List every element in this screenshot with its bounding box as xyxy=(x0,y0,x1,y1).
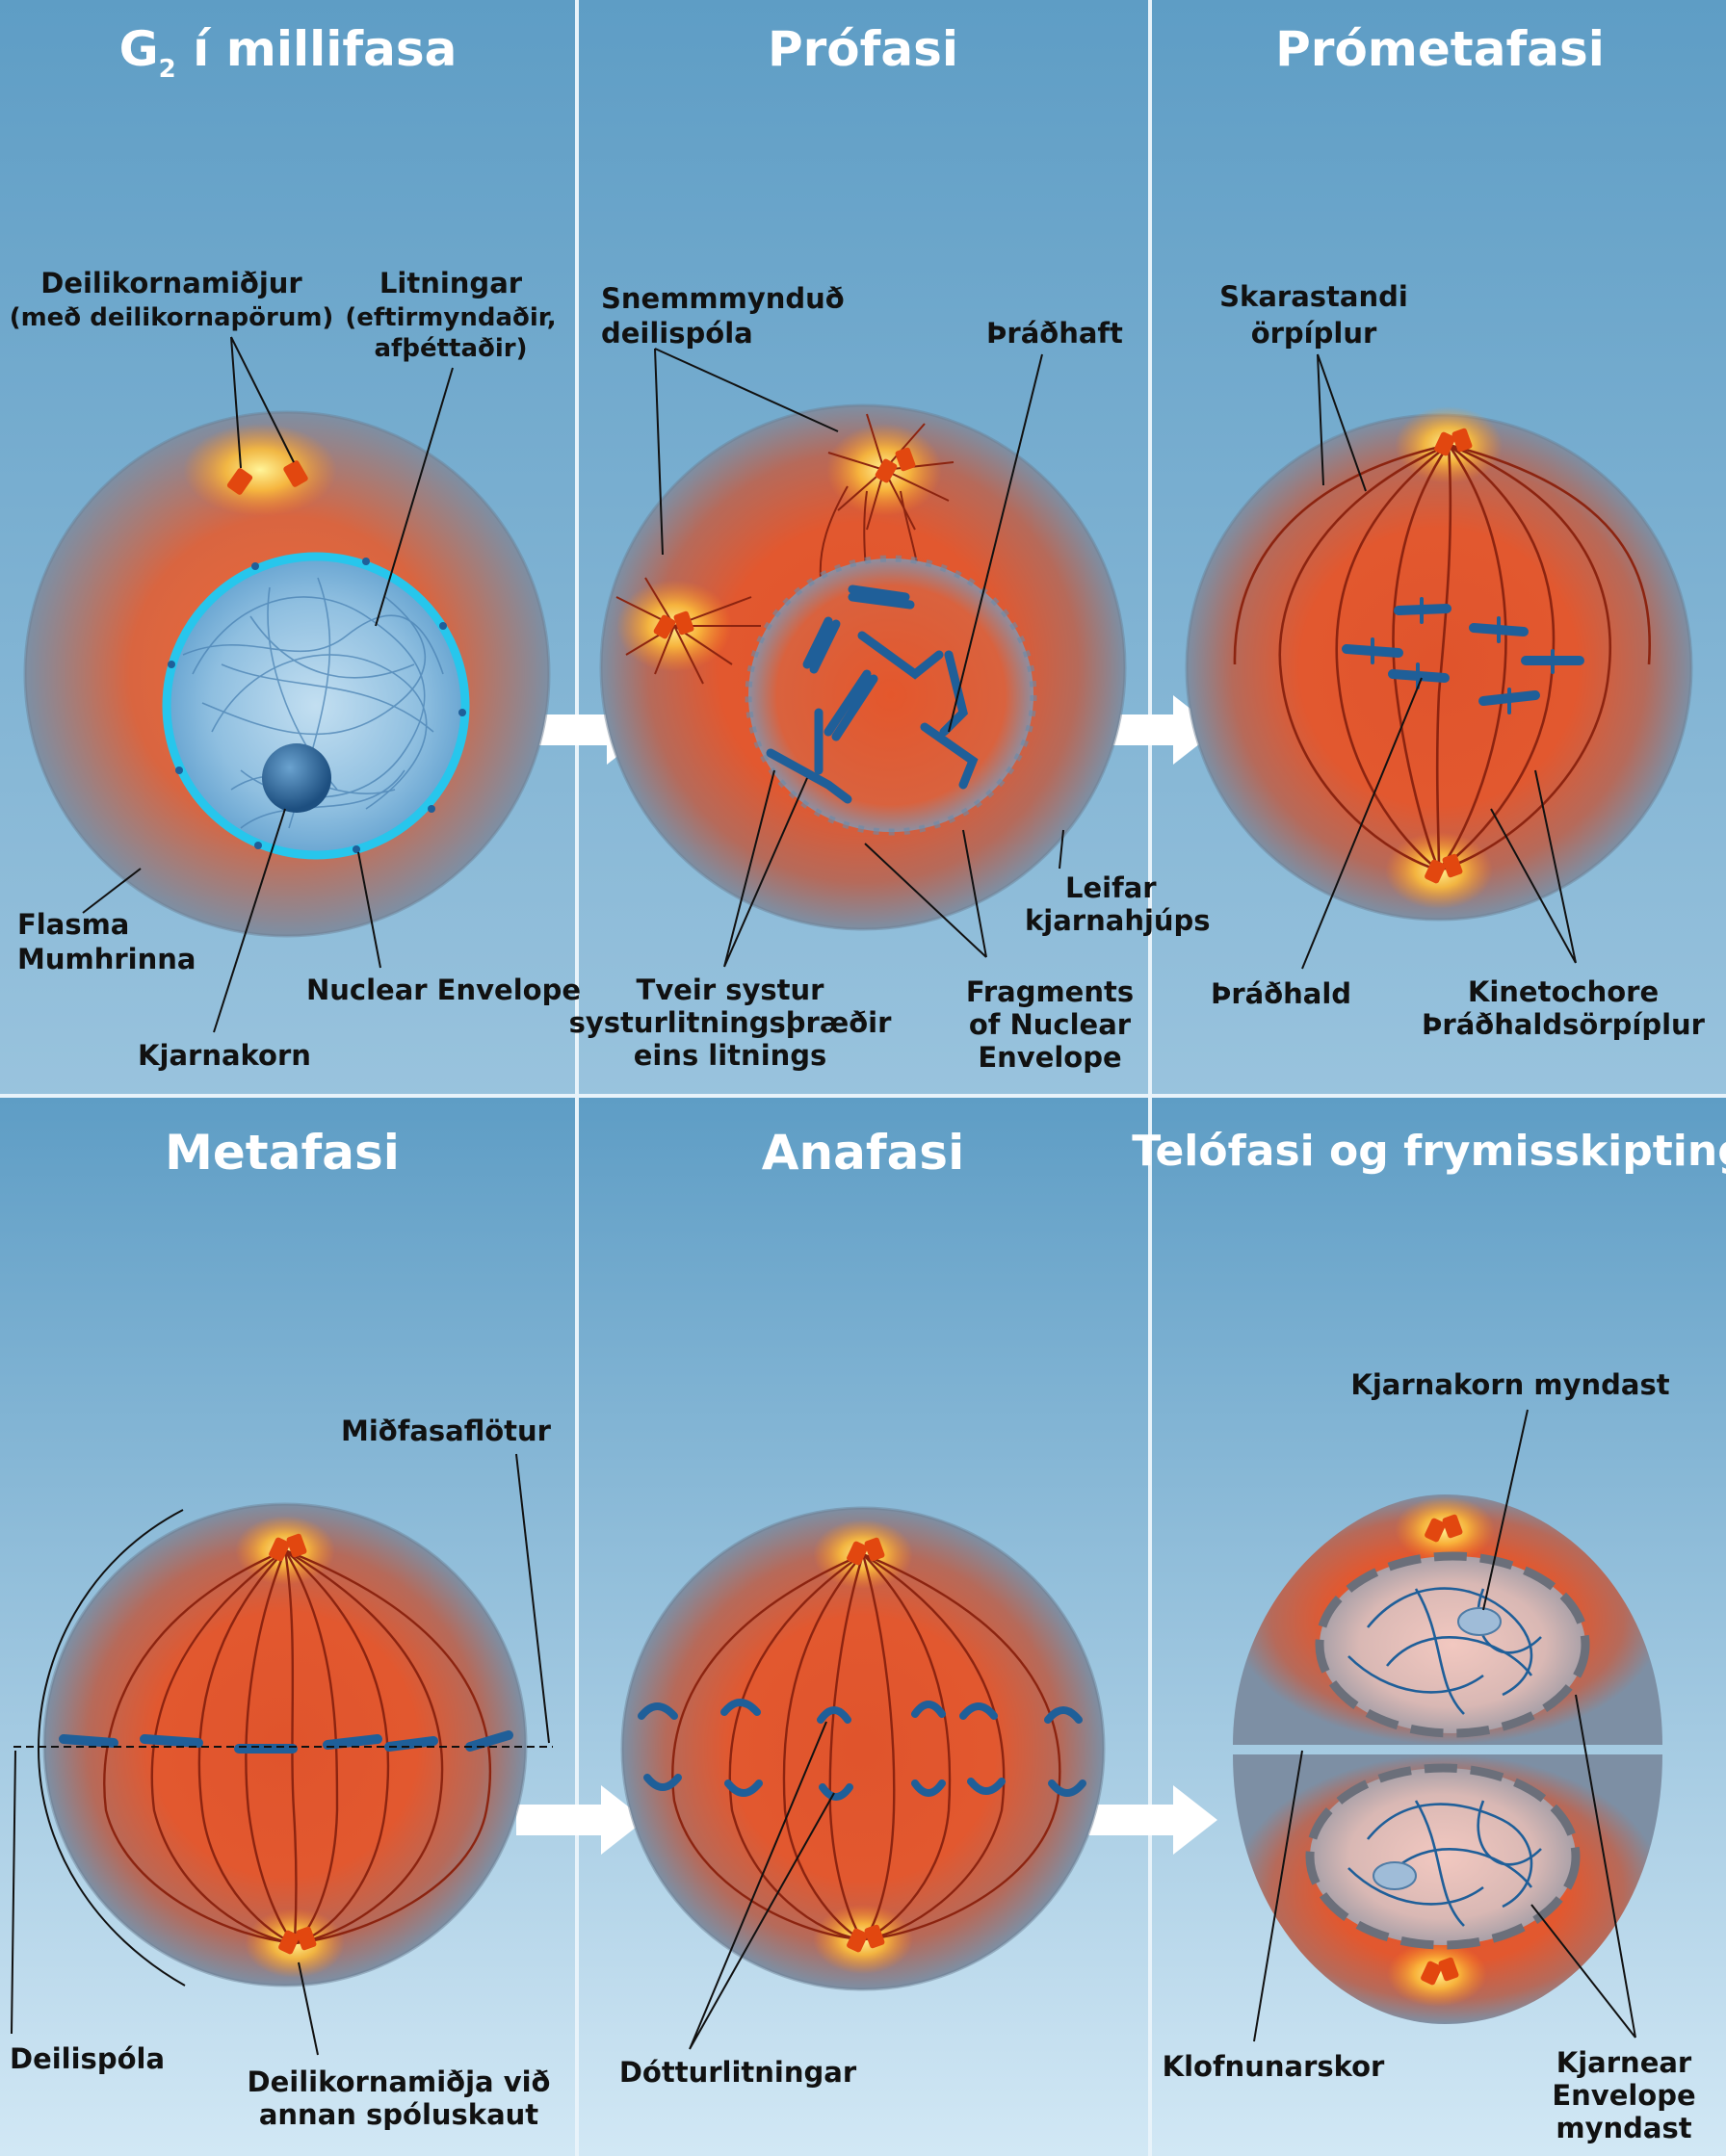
daughter-nucleus-top xyxy=(1315,1551,1590,1738)
label-spindle-pole-2: annan spóluskaut xyxy=(259,2098,538,2131)
label-daughter-chromosomes: Dótturlitningar xyxy=(619,2056,857,2089)
centriole-icon xyxy=(1425,428,1473,884)
anaphase-cell xyxy=(620,1506,1106,1991)
label-centrosomes: Deilikornamiðjur xyxy=(40,267,302,299)
arrow-icon xyxy=(516,1785,645,1855)
leader-line xyxy=(723,769,808,968)
leader-line xyxy=(1482,1409,1529,1611)
leader-line xyxy=(1253,1750,1303,2042)
label-envelope-fragments-2: of Nuclear xyxy=(969,1008,1132,1041)
label-envelope-forming: Kjarnear xyxy=(1556,2046,1692,2079)
label-envelope-fragments: Fragments xyxy=(966,975,1134,1008)
aster-fibers xyxy=(615,413,955,685)
label-sister-chromatids-2: systurlitningsþræðir xyxy=(569,1006,893,1039)
title-metaphase: Metafasi xyxy=(165,1125,400,1181)
label-centrosomes-note: (með deilikornapörum) xyxy=(10,303,334,332)
centriole-icon xyxy=(1421,1514,1463,1986)
label-chromatin-note: (eftirmyndaðir, xyxy=(345,303,556,332)
leader-line xyxy=(230,336,295,469)
label-nonkinetochore-2: örpíplur xyxy=(1251,317,1377,350)
chromosomes xyxy=(1342,597,1584,714)
label-envelope-forming-2: Envelope xyxy=(1552,2079,1695,2112)
title-prometaphase: Prómetafasi xyxy=(1275,21,1605,77)
label-kinetochore: Þráðhald xyxy=(1211,977,1351,1010)
arrow-icon xyxy=(1088,695,1217,765)
leader-line xyxy=(689,1721,835,2050)
label-nucleolus-forming: Kjarnakorn myndast xyxy=(1350,1368,1669,1401)
g2-cell xyxy=(23,410,551,938)
leader-line xyxy=(375,367,454,627)
spindle-bracket xyxy=(37,1509,186,1987)
title-telophase: Telófasi og frymisskipting xyxy=(1132,1127,1726,1176)
chromosomes xyxy=(766,584,979,804)
leader-line xyxy=(1530,1694,1636,2039)
prophase-cell xyxy=(599,403,1127,931)
leader-line xyxy=(1059,829,1064,870)
nucleolus xyxy=(1457,1607,1502,1636)
leader-line xyxy=(948,353,1043,733)
telophase-cells xyxy=(1233,1494,1662,2024)
metaphase-cell xyxy=(13,1502,553,1987)
daughter-chromosomes xyxy=(638,1699,1086,1801)
leader-line xyxy=(1301,677,1423,970)
leader-line xyxy=(11,1750,16,2035)
label-sister-chromatids-3: eins litnings xyxy=(634,1039,827,1072)
daughter-nucleus-bottom xyxy=(1305,1763,1581,1950)
leader-line xyxy=(213,808,286,1033)
label-nuclear-envelope: Nuclear Envelope xyxy=(306,974,581,1006)
decondensing-chromatin xyxy=(1347,1587,1542,1927)
label-kinetochore-mt: Kinetochore xyxy=(1468,975,1659,1008)
leader-line xyxy=(357,851,381,969)
prometaphase-cell xyxy=(1185,406,1693,922)
label-chromatin-note2: afþéttaðir) xyxy=(375,334,528,363)
spindle-fibers xyxy=(671,1552,1061,1941)
label-nonkinetochore: Skarastandi xyxy=(1219,280,1408,313)
centriole-icon xyxy=(226,460,308,495)
label-nucleolus-remnant: Leifar xyxy=(1065,871,1157,904)
centriole-icon xyxy=(847,1537,885,1953)
leader-line xyxy=(864,829,987,958)
leader-line xyxy=(82,868,142,914)
arrow-icon xyxy=(1088,1785,1217,1855)
label-metaphase-plate: Miðfasaflötur xyxy=(341,1415,552,1447)
label-kinetochore-mt-2: Þráðhaldsörpíplur xyxy=(1422,1008,1706,1041)
nucleolus xyxy=(262,743,331,813)
leader-line xyxy=(298,1961,319,2056)
leader-line xyxy=(1317,353,1367,492)
label-early-spindle: Snemmmynduð xyxy=(601,282,845,315)
label-nucleolus: Kjarnakorn xyxy=(138,1039,311,1072)
leader-line xyxy=(654,348,839,556)
leader-line xyxy=(1490,769,1577,964)
nuclear-pores xyxy=(168,558,466,853)
label-spindle-pole: Deilikornamiðja við xyxy=(248,2065,551,2098)
title-g2: G2 í millifasa xyxy=(119,21,458,84)
label-cleavage-furrow: Klofnunarskor xyxy=(1163,2050,1385,2083)
leader-line xyxy=(515,1453,550,1744)
label-early-spindle-2: deilispóla xyxy=(601,317,753,350)
label-plasma-2: Mumhrinna xyxy=(17,943,196,975)
title-prophase: Prófasi xyxy=(768,21,958,77)
label-plasma: Flasma xyxy=(17,908,129,941)
label-envelope-forming-3: myndast xyxy=(1556,2112,1691,2144)
title-anaphase: Anafasi xyxy=(762,1125,964,1181)
label-centromere: Þráðhaft xyxy=(986,317,1123,350)
label-chromatin: Litningar xyxy=(379,267,523,299)
centriole-icon xyxy=(269,1533,317,1955)
label-spindle: Deilispóla xyxy=(10,2042,165,2075)
spindle-fibers xyxy=(1233,443,1651,872)
chromatin xyxy=(182,577,444,829)
label-nucleolus-remnant-2: kjarnahjúps xyxy=(1025,904,1211,937)
spindle-fibers xyxy=(103,1548,492,1945)
nucleus xyxy=(162,552,470,860)
nucleolus xyxy=(1373,1861,1417,1890)
label-sister-chromatids: Tveir systur xyxy=(637,974,825,1006)
label-envelope-fragments-3: Envelope xyxy=(978,1041,1121,1074)
centriole-icon xyxy=(653,447,916,639)
